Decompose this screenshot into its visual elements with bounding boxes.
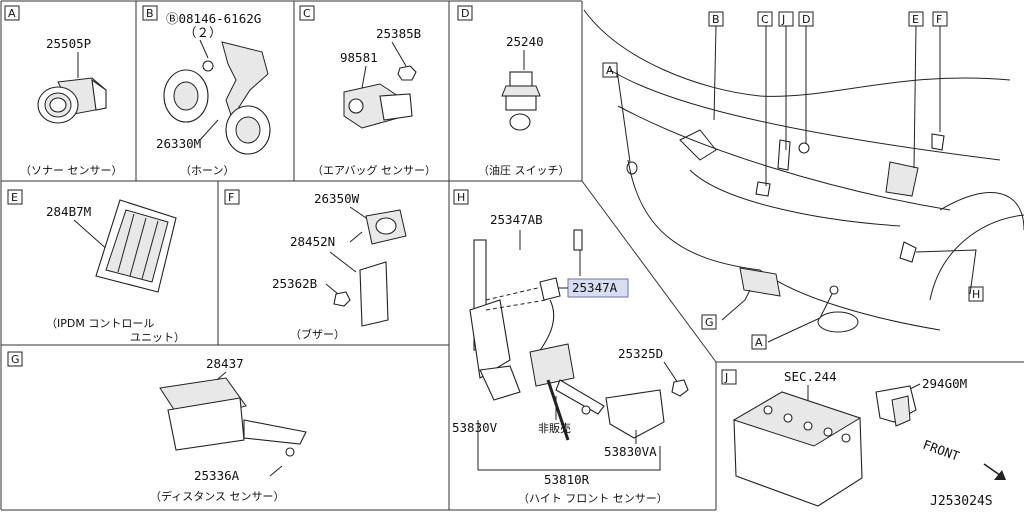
part-number-label: 25385B [376, 26, 421, 41]
panel-letter-box [721, 369, 737, 385]
car-tags: B C J D E F A G H A [602, 11, 984, 350]
part-number-label: 28437 [206, 356, 244, 371]
panel-letter-box [453, 189, 469, 205]
panel-caption-line2: ユニット） [130, 331, 185, 344]
panel-letter: B [146, 7, 154, 20]
part-number-label: 53830VA [604, 444, 657, 459]
panel-letter: F [228, 191, 234, 204]
panel-letter-box [299, 5, 315, 21]
panel-letter: E [11, 191, 18, 204]
part-number-label: 25505P [46, 36, 91, 51]
panel-letter: C [303, 7, 311, 20]
panel-a: A 25505P （ソナー センサー） [4, 5, 123, 177]
panel-letter-box [4, 5, 20, 21]
part-number-label: 294G0M [922, 376, 967, 391]
panel-letter-box [7, 189, 23, 205]
part-number-label: 25336A [194, 468, 240, 483]
panel-j: J SEC.244 294G0M FRONT [721, 369, 1006, 507]
part-number-label: 25347AB [490, 212, 543, 227]
oil-pressure-switch-drawing [501, 71, 541, 131]
panel-caption: （IPDM コントロール [46, 317, 154, 330]
bolt-part-number: Ⓑ08146-6162G [166, 11, 261, 26]
panel-letter: D [461, 7, 469, 20]
part-number-label: 25240 [506, 34, 544, 49]
part-number-label: 26330M [156, 136, 201, 151]
horn-drawing [163, 41, 271, 155]
buzzer-drawing [333, 209, 407, 327]
diagram-id: J253024S [930, 494, 993, 509]
part-number-label: 284B7M [46, 204, 91, 219]
panel-letter-box [457, 5, 473, 21]
location-tag: J [781, 13, 785, 26]
panel-d: D 25240 （油圧 スイッチ） [457, 5, 570, 177]
panel-h: H 25347AB 25347A 25325D 53830V 非販売 53830 [452, 189, 689, 505]
part-number-label: 25362B [272, 276, 317, 291]
highlighted-part-number[interactable]: 25347A [572, 280, 618, 295]
location-tag: A [606, 64, 614, 77]
battery-drawing [732, 391, 863, 507]
panel-caption: （ハイト フロント センサー） [518, 492, 668, 505]
location-tag: H [972, 288, 980, 301]
ipdm-unit-drawing [95, 199, 177, 293]
part-number-label: 53810R [544, 472, 590, 487]
bolt-quantity: （２） [184, 25, 222, 40]
part-number-label: 26350W [314, 191, 360, 206]
panel-letter: J [724, 371, 728, 384]
panel-caption: （油圧 スイッチ） [478, 163, 570, 177]
distance-sensor-drawing [159, 377, 307, 457]
panel-caption: （ブザー） [290, 327, 345, 341]
location-tag: G [705, 316, 714, 329]
location-tag: E [912, 13, 919, 26]
part-number-label: 53830V [452, 420, 498, 435]
panel-caption: （ソナー センサー） [20, 164, 123, 177]
panel-letter-box [7, 351, 23, 367]
section-reference: SEC.244 [784, 369, 837, 384]
part-number-label: 28452N [290, 234, 335, 249]
panel-caption: （ホーン） [180, 164, 234, 177]
part-number-label: 25325D [618, 346, 663, 361]
front-direction-label: FRONT [921, 437, 962, 464]
location-tag: F [936, 13, 942, 26]
fuse-block-drawing [875, 385, 917, 427]
sonar-sensor-drawing [37, 77, 107, 124]
panel-e: E 284B7M （IPDM コントロール ユニット） [7, 189, 185, 344]
panel-b: B Ⓑ08146-6162G （２） 26330M （ホーン） [142, 5, 271, 177]
location-tag: A [755, 336, 763, 349]
not-sold-label: 非販売 [538, 422, 571, 435]
panel-letter: A [8, 7, 16, 20]
panel-f: F 26350W 28452N 25362B （ブザー） [224, 189, 407, 341]
panel-letter-box [142, 5, 158, 21]
location-tag: C [761, 13, 769, 26]
car-overview [583, 9, 1024, 343]
front-arrow-icon [983, 463, 1006, 480]
part-number-label: 98581 [340, 50, 378, 65]
location-tag: D [802, 13, 810, 26]
panel-caption: （エアバッグ センサー） [312, 163, 436, 177]
location-tag: B [712, 13, 720, 26]
panel-caption: （ディスタンス センサー） [150, 489, 285, 503]
panel-letter: G [11, 353, 20, 366]
panel-c: C 25385B 98581 （エアバッグ センサー） [299, 5, 436, 177]
panel-letter-box [224, 189, 240, 205]
panel-letter: H [457, 191, 465, 204]
height-sensor-drawing [469, 229, 689, 441]
panel-g: G 28437 25336A （ディスタンス センサー） [7, 351, 307, 503]
airbag-sensor-drawing [343, 65, 417, 129]
